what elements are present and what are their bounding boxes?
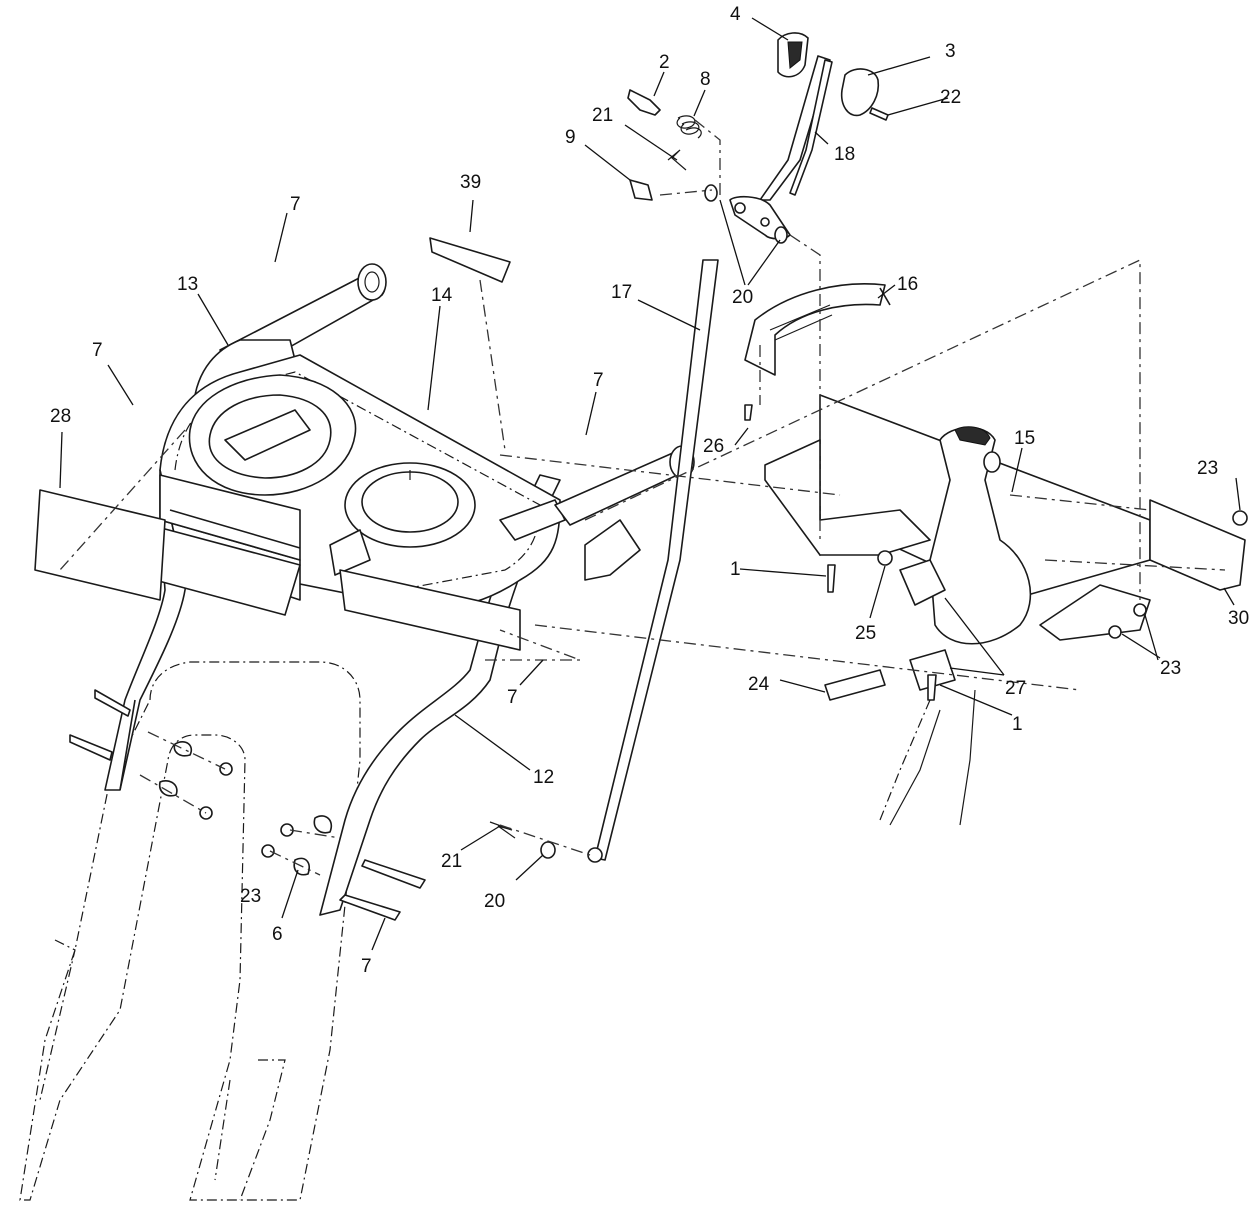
callout-25: 25 [855,623,876,644]
callout-8: 8 [700,69,711,90]
control-panel-14 [149,354,566,651]
phantom-lines [59,119,1226,876]
bracket-30 [1149,499,1246,591]
cotter-21-upper [667,149,687,171]
callout-2: 2 [659,52,670,73]
callout-1: 1 [1012,714,1023,735]
callout-20: 20 [484,891,505,912]
callout-7: 7 [361,956,372,977]
bracket-15 [764,394,1151,641]
callout-12: 12 [533,767,554,788]
callout-6: 6 [272,924,283,945]
leader-lines [59,17,1241,951]
block-27b [909,649,956,691]
callout-28: 28 [50,406,71,427]
hardware-center [261,815,426,921]
callout-7: 7 [593,370,604,391]
callout-7: 7 [290,194,301,215]
bushing-25 [877,550,893,566]
bushing-9 [629,179,653,201]
callout-16: 16 [897,274,918,295]
callout-30: 30 [1228,608,1249,629]
screw-22 [869,107,889,121]
callout-21: 21 [441,851,462,872]
pin-2 [627,89,661,116]
callout-23: 23 [240,886,261,907]
washer-20a [704,184,718,202]
knob-3 [840,68,880,117]
cables [879,689,976,826]
index-plate-16 [744,283,891,376]
callout-14: 14 [431,285,453,306]
nut-23-mid [1133,603,1147,617]
block-27a [899,559,946,606]
washer-20b [774,226,788,244]
callout-13: 13 [177,274,198,295]
decal-39 [429,237,511,283]
spring-8 [676,115,702,139]
callout-24: 24 [748,674,770,695]
callout-23: 23 [1160,658,1181,679]
link-24 [824,669,886,701]
callout-4: 4 [730,4,741,25]
callout-27: 27 [1005,678,1026,699]
bolt-1-lower [927,674,937,701]
screw-26 [744,404,753,421]
hardware-left [69,689,233,820]
shift-boot [929,426,1032,645]
callout-1: 1 [730,559,741,580]
callout-22: 22 [940,87,961,108]
callout-23: 23 [1197,458,1218,479]
bolt-1-upper [827,564,836,593]
knob-4 [777,32,809,78]
shift-lever-18 [729,55,833,240]
decal-28 [34,489,166,601]
callout-15: 15 [1014,428,1035,449]
callout-labels: 1 1 2 3 4 6 7 7 7 7 7 8 9 12 13 14 15 16… [50,4,1249,977]
upper-handle-left [104,519,196,791]
callout-21: 21 [592,105,613,126]
lower-handle [19,661,361,1201]
nut-23-lower [1108,625,1122,639]
callout-17: 17 [611,282,632,303]
callout-3: 3 [945,41,956,62]
callout-20: 20 [732,287,753,308]
callout-39: 39 [460,172,481,193]
callout-7: 7 [507,687,518,708]
nut-23-upper [1232,510,1248,526]
callout-18: 18 [834,144,855,165]
callout-7: 7 [92,340,103,361]
callout-9: 9 [565,127,576,148]
callout-26: 26 [703,436,724,457]
washer-20-lower [540,841,556,859]
